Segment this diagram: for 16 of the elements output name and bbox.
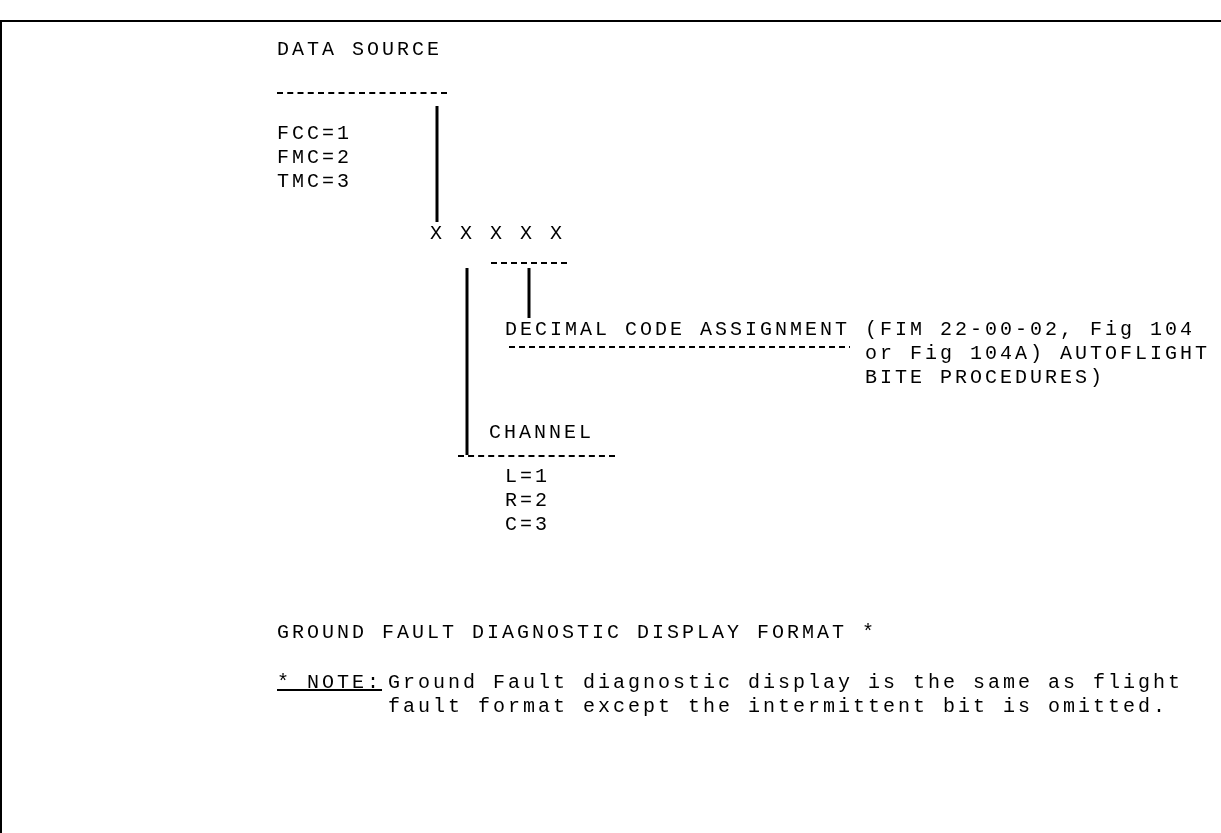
code-value: TMC=3 bbox=[277, 170, 352, 194]
leader-line bbox=[527, 268, 531, 318]
leader-line bbox=[435, 106, 439, 222]
note-text: Ground Fault diagnostic display is the same as flight fault format except the intermittent bit is omitted. bbox=[388, 671, 1185, 719]
code-value: FMC=2 bbox=[277, 146, 352, 170]
leader-line bbox=[465, 268, 469, 455]
field-title: CHANNEL bbox=[489, 421, 594, 445]
code-value: C=3 bbox=[505, 513, 551, 537]
digit-placeholders: X X X X X bbox=[430, 222, 567, 246]
heading-with-underline: DATA SOURCE bbox=[277, 38, 447, 94]
format-title: GROUND FAULT DIAGNOSTIC DISPLAY FORMAT * bbox=[277, 621, 879, 645]
code-value: FCC=1 bbox=[277, 122, 352, 146]
code-value: R=2 bbox=[505, 489, 551, 513]
note-label: * NOTE: bbox=[277, 671, 383, 695]
reference-note: (FIM 22-00-02, Fig 104 or Fig 104A) AUTOFLIGHT BITE PROCEDURES) bbox=[865, 318, 1212, 390]
code-value: L=1 bbox=[505, 465, 551, 489]
